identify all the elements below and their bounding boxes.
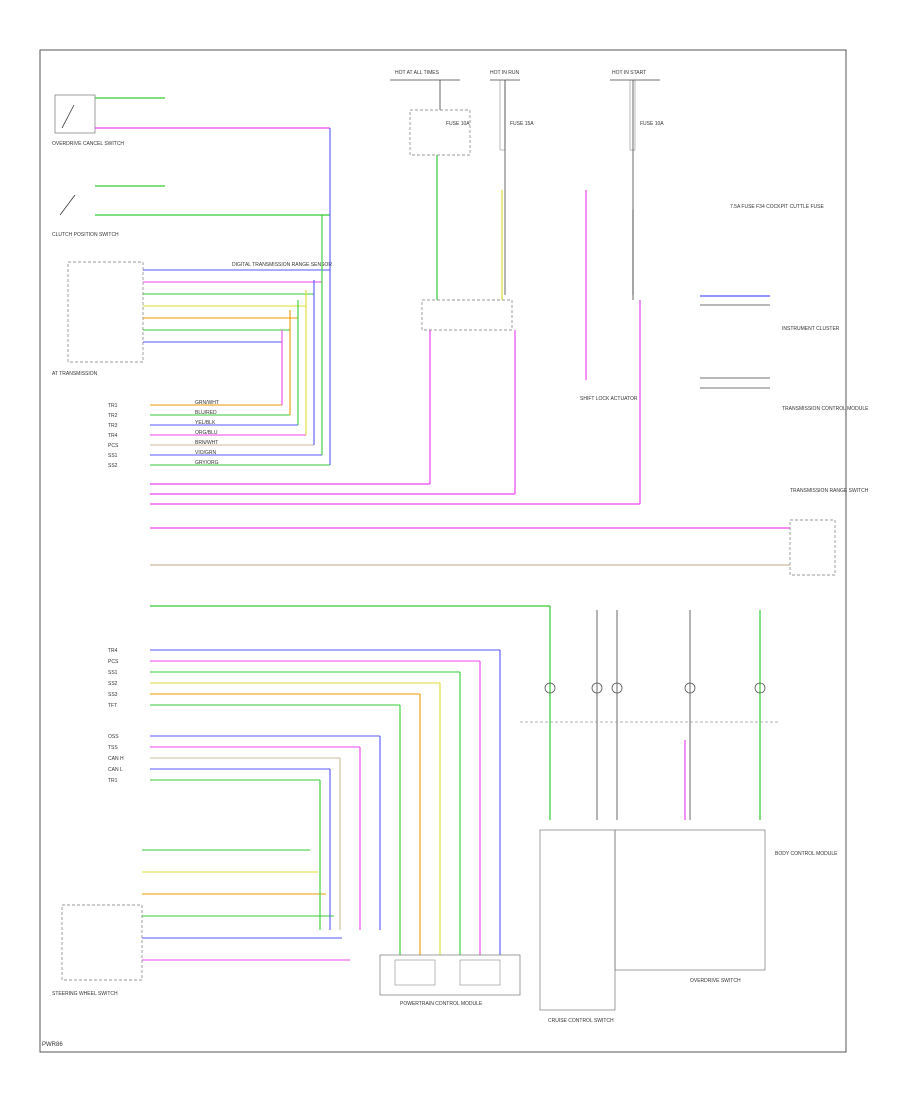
wire-color-label: ORG/BLU xyxy=(195,430,218,436)
pin-label: SS2 xyxy=(108,681,118,687)
pin-label: PCS xyxy=(108,659,119,665)
pin-label: TR4 xyxy=(108,648,118,654)
pin-label: TR1 xyxy=(108,778,118,784)
fuse-header-2: HOT IN RUN xyxy=(490,70,519,76)
pin-label: TFT xyxy=(108,703,117,709)
steering-switch-label: STEERING WHEEL SWITCH xyxy=(52,991,118,997)
lower-right-circuits: CRUISE CONTROL SWITCH OVERDRIVE SWITCH B… xyxy=(520,610,838,1024)
pin-label: TR3 xyxy=(108,423,118,429)
left-switches: OVERDRIVE CANCEL SWITCH CLUTCH POSITION … xyxy=(52,94,332,377)
fuse-box-1 xyxy=(409,109,471,156)
left-vertical-wires xyxy=(281,128,331,465)
fuse-header-3: HOT IN START xyxy=(612,70,646,76)
range-switch-label: TRANSMISSION RANGE SWITCH xyxy=(790,488,869,494)
pin-label: TSS xyxy=(108,745,118,751)
fuse-note: 7.5A FUSE F34 COCKPIT CUTTLE FUSE xyxy=(730,204,824,210)
page-label: PWR86 xyxy=(42,1042,63,1048)
pcm-block: POWERTRAIN CONTROL MODULE xyxy=(379,954,521,1007)
pin-label: OSS xyxy=(108,734,119,740)
cruise-switch-label: CRUISE CONTROL SWITCH xyxy=(548,1018,614,1024)
pin-label: CAN H xyxy=(108,756,124,762)
steering-switch-block: STEERING WHEEL SWITCH xyxy=(52,904,143,997)
pin-label: SS1 xyxy=(108,453,118,459)
overdrive-cancel-switch-label: OVERDRIVE CANCEL SWITCH xyxy=(52,141,124,147)
wire-color-label: BLU/RED xyxy=(195,410,217,416)
wire-color-label: BRN/WHT xyxy=(195,440,218,446)
diagram-border xyxy=(39,49,847,1053)
fuse-label-1: FUSE 10A xyxy=(446,121,470,127)
right-long-wires xyxy=(150,300,790,820)
overdrive-switch-label: OVERDRIVE SWITCH xyxy=(690,978,741,984)
pin-label: CAN L xyxy=(108,767,123,773)
pin-label: SS3 xyxy=(108,692,118,698)
pcm-label: POWERTRAIN CONTROL MODULE xyxy=(400,1001,483,1007)
wire-color-label: GRN/WHT xyxy=(195,400,219,406)
pin-label: SS1 xyxy=(108,670,118,676)
cruise-switch-box xyxy=(539,829,616,1011)
fuse-label-3: FUSE 10A xyxy=(640,121,664,127)
pin-label: TR4 xyxy=(108,433,118,439)
tr-sensor-label: DIGITAL TRANSMISSION RANGE SENSOR xyxy=(232,262,332,268)
wire-color-label: GRY/ORG xyxy=(195,460,219,466)
pin-label: TR2 xyxy=(108,413,118,419)
shift-lock-label: SHIFT LOCK ACTUATOR xyxy=(580,396,638,402)
instrument-cluster-label: INSTRUMENT CLUSTER xyxy=(782,326,840,332)
overdrive-switch-box xyxy=(614,829,766,971)
tcm-label: TRANSMISSION CONTROL MODULE xyxy=(782,406,869,412)
pin-label: TR1 xyxy=(108,403,118,409)
right-components: INSTRUMENT CLUSTER TRANSMISSION CONTROL … xyxy=(580,295,869,576)
wire-color-label: VIO/GRN xyxy=(195,450,217,456)
body-control-label: BODY CONTROL MODULE xyxy=(775,851,838,857)
pin-label: SS2 xyxy=(108,463,118,469)
lower-drop-wires xyxy=(319,650,501,955)
wire-bundle: TR1 GRN/WHT TR2 BLU/RED TR3 YEL/BLK TR4 ORG/BLU… xyxy=(108,269,500,961)
pin-label: PCS xyxy=(108,443,119,449)
dlc-box xyxy=(789,519,836,576)
wire-color-label: YEL/BLK xyxy=(195,420,216,426)
clutch-switch-label: CLUTCH POSITION SWITCH xyxy=(52,232,119,238)
at-transmission-label: AT TRANSMISSION xyxy=(52,371,98,377)
relay-box xyxy=(421,299,513,331)
fuse-label-2: FUSE 15A xyxy=(510,121,534,127)
fuse-header-1: HOT AT ALL TIMES xyxy=(395,70,440,76)
top-fuse-area: 7.5A FUSE F34 COCKPIT CUTTLE FUSE HOT AT… xyxy=(390,70,824,380)
